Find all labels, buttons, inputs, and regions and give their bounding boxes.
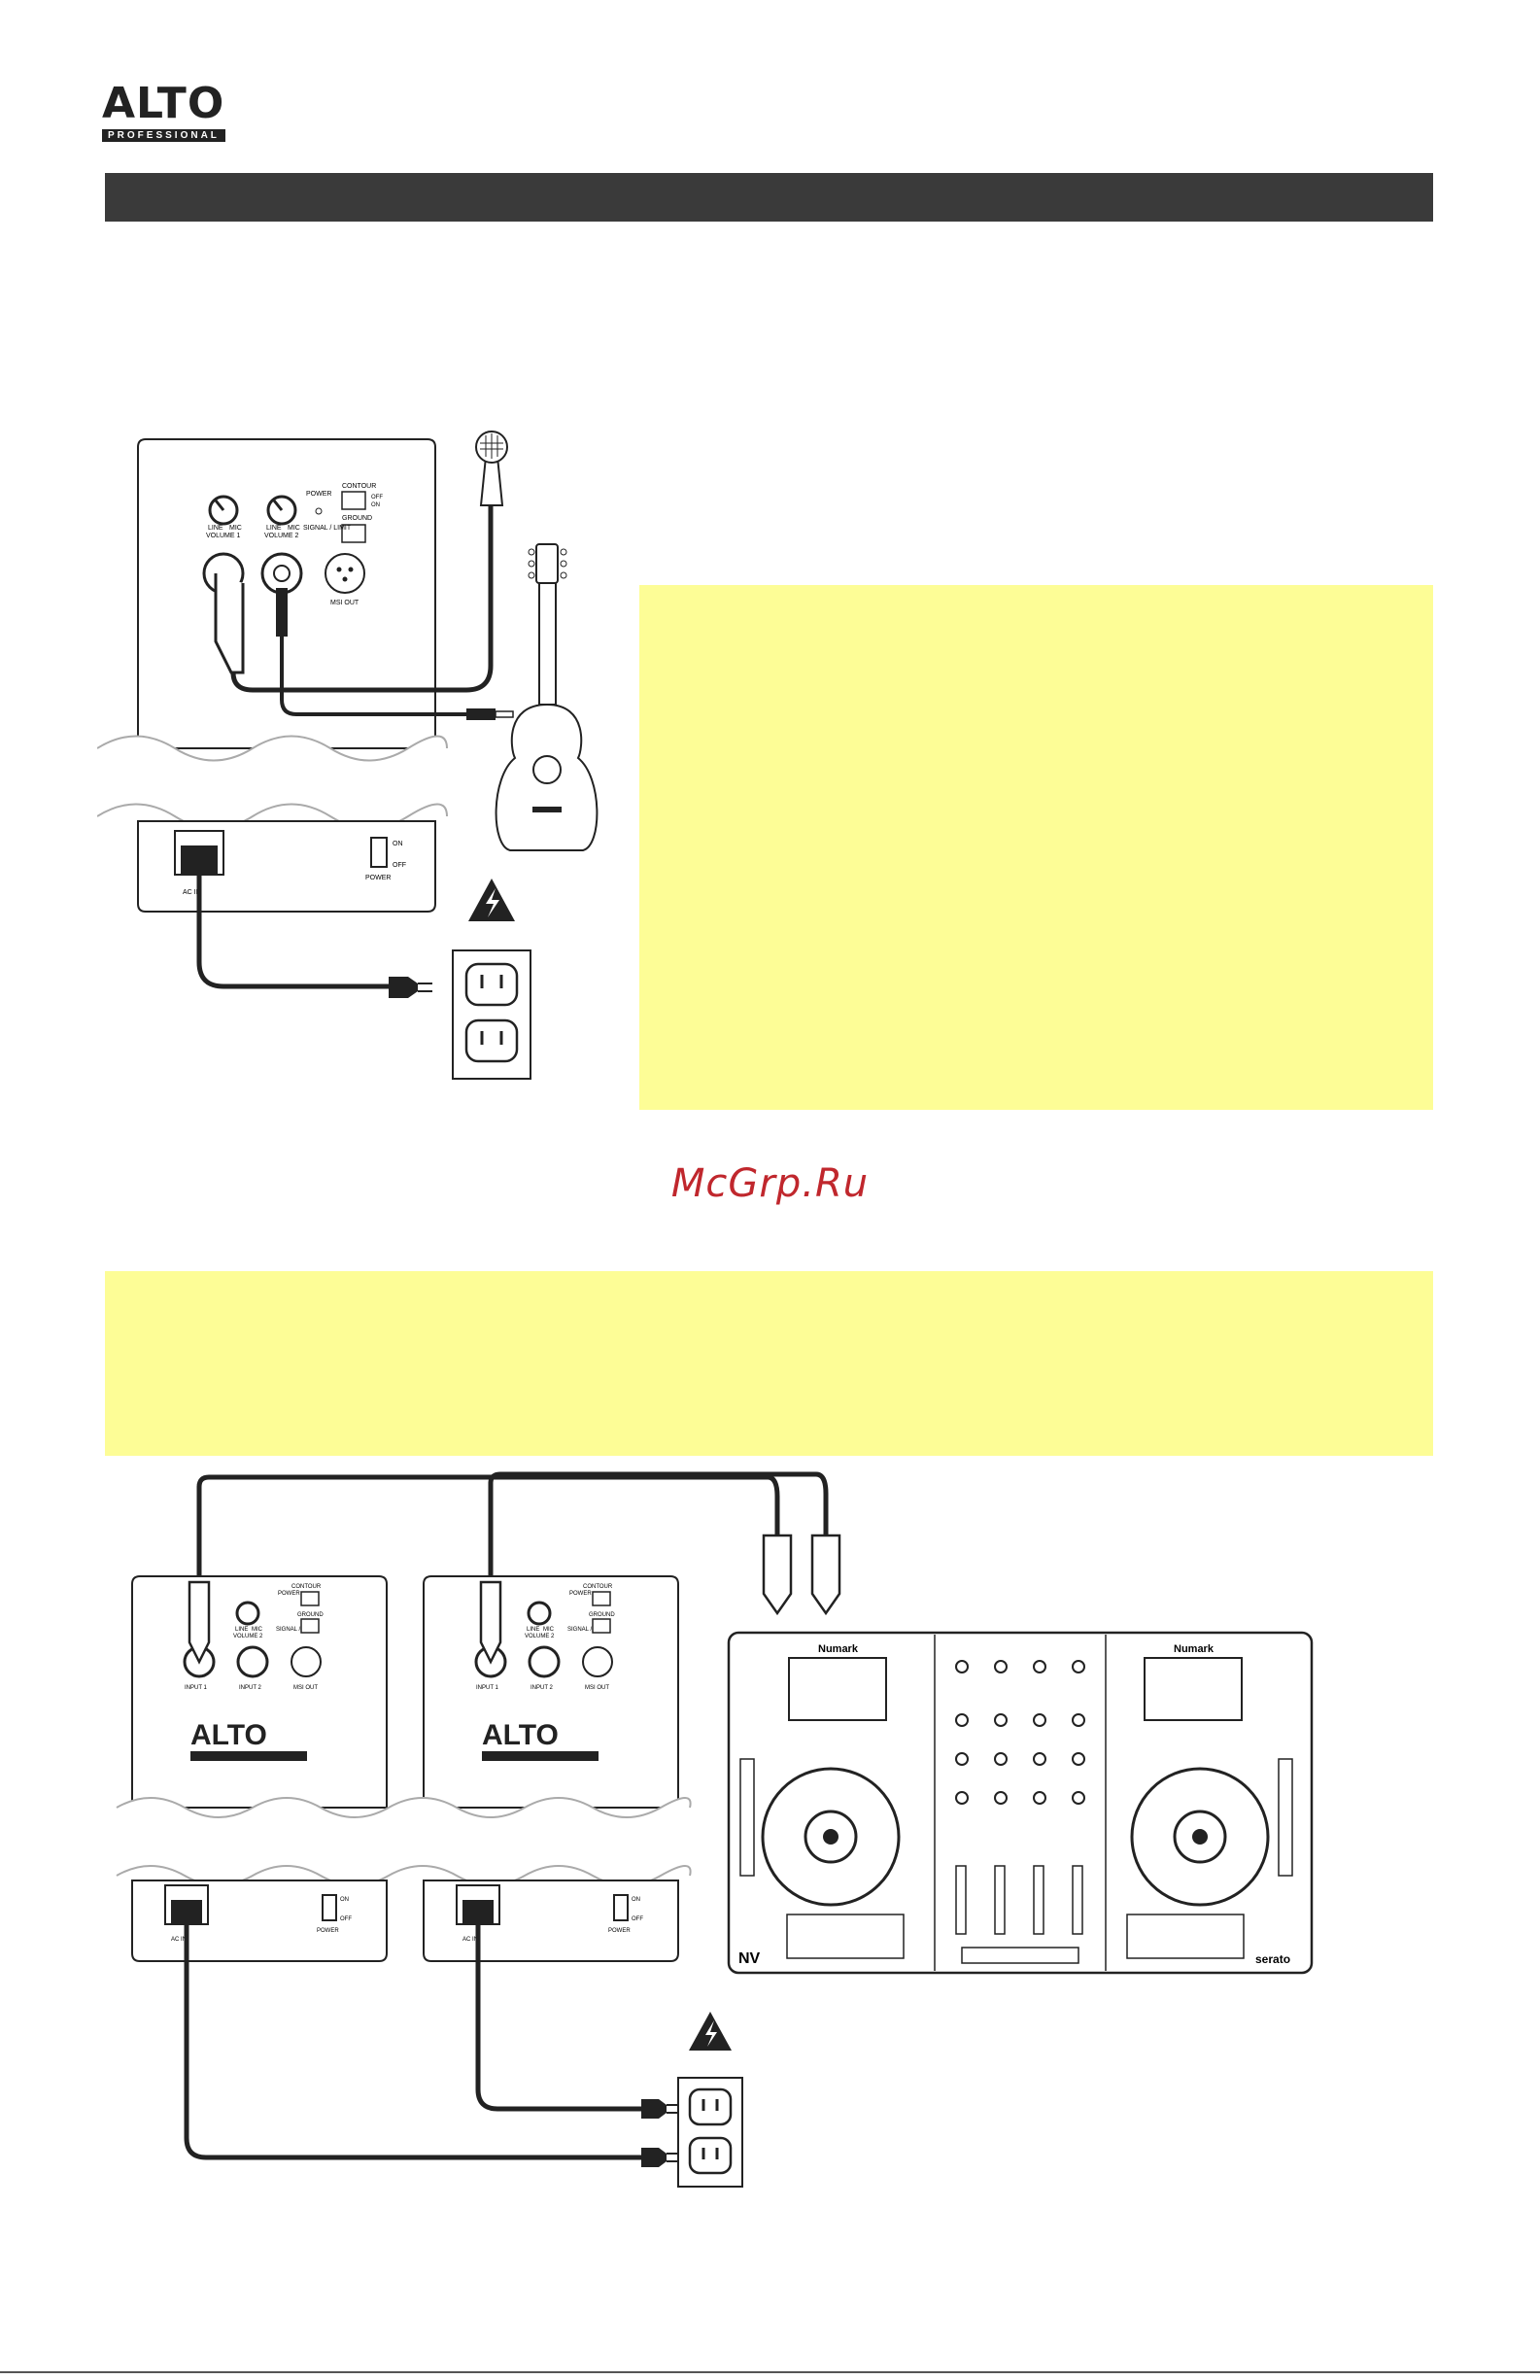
speaker-a-input2-label: INPUT 2 — [239, 1685, 262, 1691]
speaker-b-contour-label: CONTOUR — [583, 1584, 613, 1590]
footer-rule — [0, 2371, 1540, 2373]
speaker-b-switch-off: OFF — [632, 1916, 643, 1922]
panel-break-line-bottom — [97, 803, 448, 830]
msi-out-label: MSI OUT — [330, 600, 359, 606]
section-header-bar — [105, 173, 1433, 222]
vol1-mic-label: MIC — [229, 525, 242, 532]
speaker-a-brand: ALTO — [190, 1719, 267, 1751]
speaker-a-mic-label: MIC — [252, 1627, 263, 1633]
speaker-a-power-switch — [322, 1894, 337, 1921]
speaker-a-power-label: POWER — [278, 1591, 300, 1597]
contour-label: CONTOUR — [342, 483, 376, 490]
signal-limit-label: SIGNAL / LIMIT — [303, 525, 352, 532]
speaker-b-brand: ALTO — [482, 1719, 559, 1751]
power-led — [315, 507, 323, 515]
speaker-a-contour-label: CONTOUR — [291, 1584, 322, 1590]
speaker-b-power-label: POWER — [569, 1591, 592, 1597]
speaker-a-msi-label: MSI OUT — [293, 1685, 318, 1691]
brand-logo-sub: PROFESSIONAL — [102, 129, 225, 142]
power-label: POWER — [306, 491, 331, 498]
speaker-a-input1-label: INPUT 1 — [185, 1685, 208, 1691]
xlr-cable-right — [488, 1471, 829, 1604]
vol2-label: VOLUME 2 — [264, 533, 299, 539]
watermark: McGrp.Ru — [670, 1161, 870, 1206]
power-cable — [196, 875, 389, 989]
dj-controller: Numark Numark NV serato — [727, 1631, 1314, 1975]
controller-model: NV — [738, 1950, 761, 1967]
guitar-cable — [280, 637, 466, 716]
instrument-plug — [276, 588, 288, 637]
speaker-b-volume2-label: VOLUME 2 — [525, 1634, 555, 1639]
panel-break-line-top — [97, 735, 448, 762]
vol2-mic-label: MIC — [288, 525, 300, 532]
speaker-a-ac-label: AC IN — [171, 1937, 187, 1943]
power-cable-a — [184, 1924, 641, 2160]
speaker-a-line-label: LINE — [235, 1627, 248, 1633]
contour-off-label: OFF — [371, 495, 383, 500]
speaker-a-ground-label: GROUND — [297, 1612, 324, 1618]
power-cable-b — [475, 1924, 641, 2112]
ground-switch — [341, 524, 366, 543]
dj-controller-connection-diagram: LINE MIC VOLUME 2 CONTOUR POWER GROUND S… — [116, 1471, 1314, 2188]
xlr-plug-controller-left — [762, 1534, 793, 1616]
vol1-line-label: LINE — [208, 525, 223, 532]
switch-off-label: OFF — [393, 862, 406, 869]
speaker-a-switch-on: ON — [340, 1897, 349, 1903]
speaker-b-signal-label: SIGNAL / LIMIT — [567, 1627, 608, 1633]
xlr-plug-controller-right — [810, 1534, 841, 1616]
speaker-b-input1-label: INPUT 1 — [476, 1685, 499, 1691]
speaker-a-switch-power: POWER — [317, 1928, 339, 1934]
switch-power-label: POWER — [365, 875, 391, 881]
speaker-b-switch-power: POWER — [608, 1928, 631, 1934]
controller-brand-left: Numark — [818, 1643, 859, 1655]
msi-out-jack — [325, 553, 365, 594]
contour-on-label: ON — [371, 502, 380, 508]
vol2-line-label: LINE — [266, 525, 282, 532]
speaker-b-mic-label: MIC — [543, 1627, 555, 1633]
brand-logo-word: ALTO — [102, 79, 225, 128]
speaker-b-power-switch — [613, 1894, 629, 1921]
microphone-body — [479, 456, 504, 506]
controller-brand-right: Numark — [1174, 1643, 1215, 1655]
mic-cable — [230, 505, 494, 693]
vol1-label: VOLUME 1 — [206, 533, 241, 539]
speaker-b-ground-label: GROUND — [589, 1612, 615, 1618]
switch-on-label: ON — [393, 841, 403, 847]
guitar-headstock — [535, 543, 559, 584]
brand-logo: ALTO PROFESSIONAL — [102, 79, 277, 142]
speaker-a-signal-label: SIGNAL / LIMIT — [276, 1627, 317, 1633]
note-box-2 — [105, 1271, 1433, 1456]
speaker-a: LINE MIC VOLUME 2 CONTOUR POWER GROUND S… — [131, 1575, 388, 1809]
note-box-1 — [639, 585, 1433, 1110]
speaker-b-line-label: LINE — [527, 1627, 539, 1633]
contour-switch — [341, 491, 366, 510]
speaker-connection-diagram: LINE MIC VOLUME 1 LINE MIC VOLUME 2 CONT… — [97, 431, 599, 1080]
speaker-b-switch-on: ON — [632, 1897, 640, 1903]
speaker-b-ac-label: AC IN — [462, 1937, 478, 1943]
speaker-a-switch-off: OFF — [340, 1916, 352, 1922]
speaker-b-input2-label: INPUT 2 — [530, 1685, 554, 1691]
power-switch — [370, 837, 388, 868]
guitar-sound-hole — [532, 755, 562, 784]
software-label: serato — [1255, 1952, 1290, 1966]
ground-label: GROUND — [342, 515, 372, 522]
speaker-b: LINE MIC VOLUME 2 CONTOUR POWER GROUND S… — [423, 1575, 679, 1809]
xlr-cable-left — [196, 1474, 780, 1582]
ac-in-label: AC IN — [183, 889, 201, 896]
speaker-a-volume2-label: VOLUME 2 — [233, 1634, 263, 1639]
speaker-b-msi-label: MSI OUT — [585, 1685, 609, 1691]
